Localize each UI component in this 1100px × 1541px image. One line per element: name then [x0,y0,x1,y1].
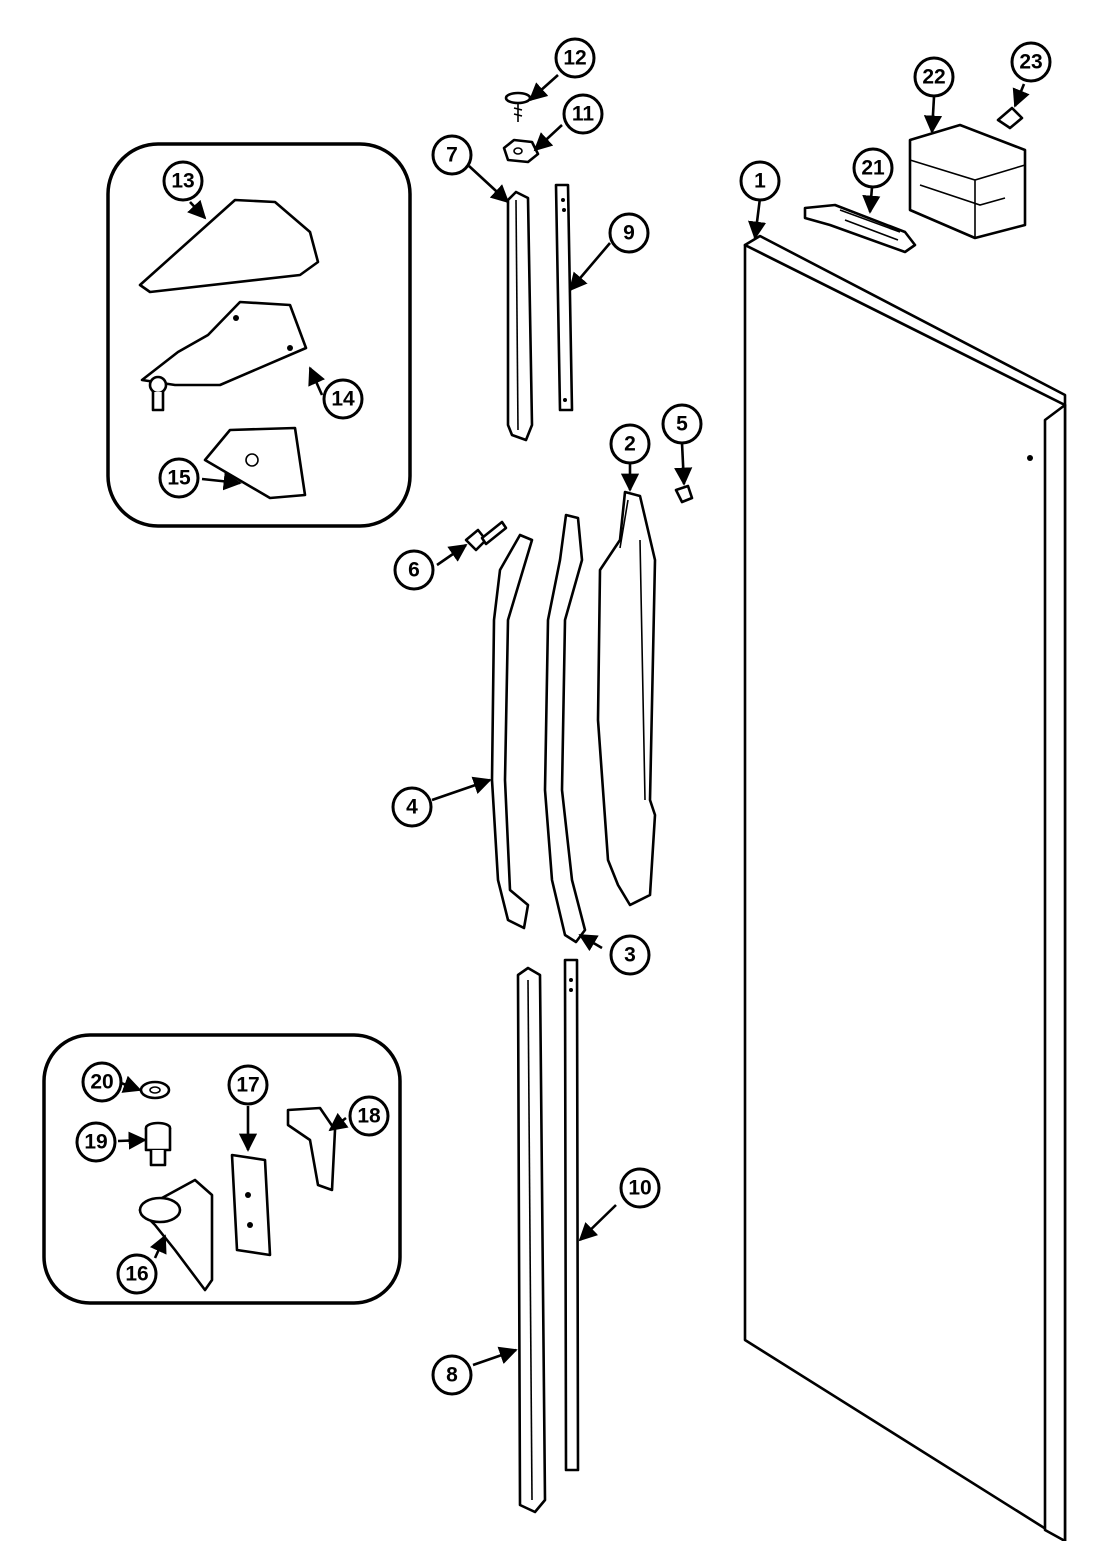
callout-9: 9 [608,212,650,254]
callout-11-label: 11 [572,103,595,126]
callout-10-label: 10 [628,1177,651,1200]
callout-22-label: 22 [922,66,945,89]
callout-14: 14 [322,378,364,420]
callout-18: 18 [348,1095,390,1137]
handle-bracket [596,490,657,907]
callout-22: 22 [913,56,955,98]
callout-23-label: 23 [1019,51,1042,74]
callout-20: 20 [81,1061,123,1103]
callout-11: 11 [562,93,604,135]
callout-21: 21 [852,147,894,189]
door-clip [996,106,1024,130]
callout-21-label: 21 [861,157,885,180]
callout-2-label: 2 [624,433,636,456]
hinge-plate [140,300,308,412]
callout-13-label: 13 [171,170,194,193]
callout-16: 16 [116,1253,158,1295]
bracket-screw [674,484,694,504]
hinge-bracket-small [286,1106,337,1192]
callout-12-label: 12 [563,47,586,70]
callout-5-label: 5 [676,413,688,436]
callout-12: 12 [554,37,596,79]
callout-8-label: 8 [446,1364,458,1387]
top-handle-trim [506,190,534,442]
top-strip [554,183,574,412]
hinge-washer [139,1080,171,1100]
callout-1: 1 [739,160,781,202]
callout-17: 17 [227,1064,269,1106]
callout-7-label: 7 [446,144,458,167]
hinge-spacer [230,1153,272,1257]
bottom-hinge [138,1178,214,1292]
callout-13: 13 [162,160,204,202]
handle-screw [464,520,508,552]
leader-lines [117,74,1030,1367]
callout-19: 19 [75,1121,117,1163]
hinge-pin [144,1121,172,1167]
callout-6: 6 [393,549,435,591]
callout-1-label: 1 [754,170,766,193]
hinge-inset-bottom [42,1033,402,1305]
callout-4: 4 [391,786,433,828]
hinge-cap [502,138,540,164]
callout-16-label: 16 [125,1263,148,1286]
handle-insert [543,513,587,944]
handle-grip [490,533,534,930]
callout-3-label: 3 [624,944,636,967]
callout-3: 3 [609,934,651,976]
door-block [908,123,1027,240]
callout-15-label: 15 [167,467,191,490]
hinge-screw [504,91,532,122]
callout-17-label: 17 [236,1074,259,1097]
callout-7: 7 [431,134,473,176]
door-bracket [803,203,917,254]
hinge-cover [138,198,320,294]
callout-14-label: 14 [331,388,355,411]
hinge-shim [203,426,307,500]
callout-5: 5 [661,403,703,445]
callout-8: 8 [431,1354,473,1396]
callout-10: 10 [619,1167,661,1209]
door-panel [743,234,1067,1541]
callout-23: 23 [1010,41,1052,83]
callout-18-label: 18 [357,1105,381,1128]
callout-2: 2 [609,423,651,465]
callout-6-label: 6 [408,559,420,582]
callout-19-label: 19 [84,1131,107,1154]
callout-20-label: 20 [90,1071,113,1094]
callout-4-label: 4 [406,796,418,819]
callout-9-label: 9 [623,222,635,245]
bottom-strip [563,958,580,1472]
bottom-handle-trim [516,966,547,1514]
callout-15: 15 [158,457,200,499]
